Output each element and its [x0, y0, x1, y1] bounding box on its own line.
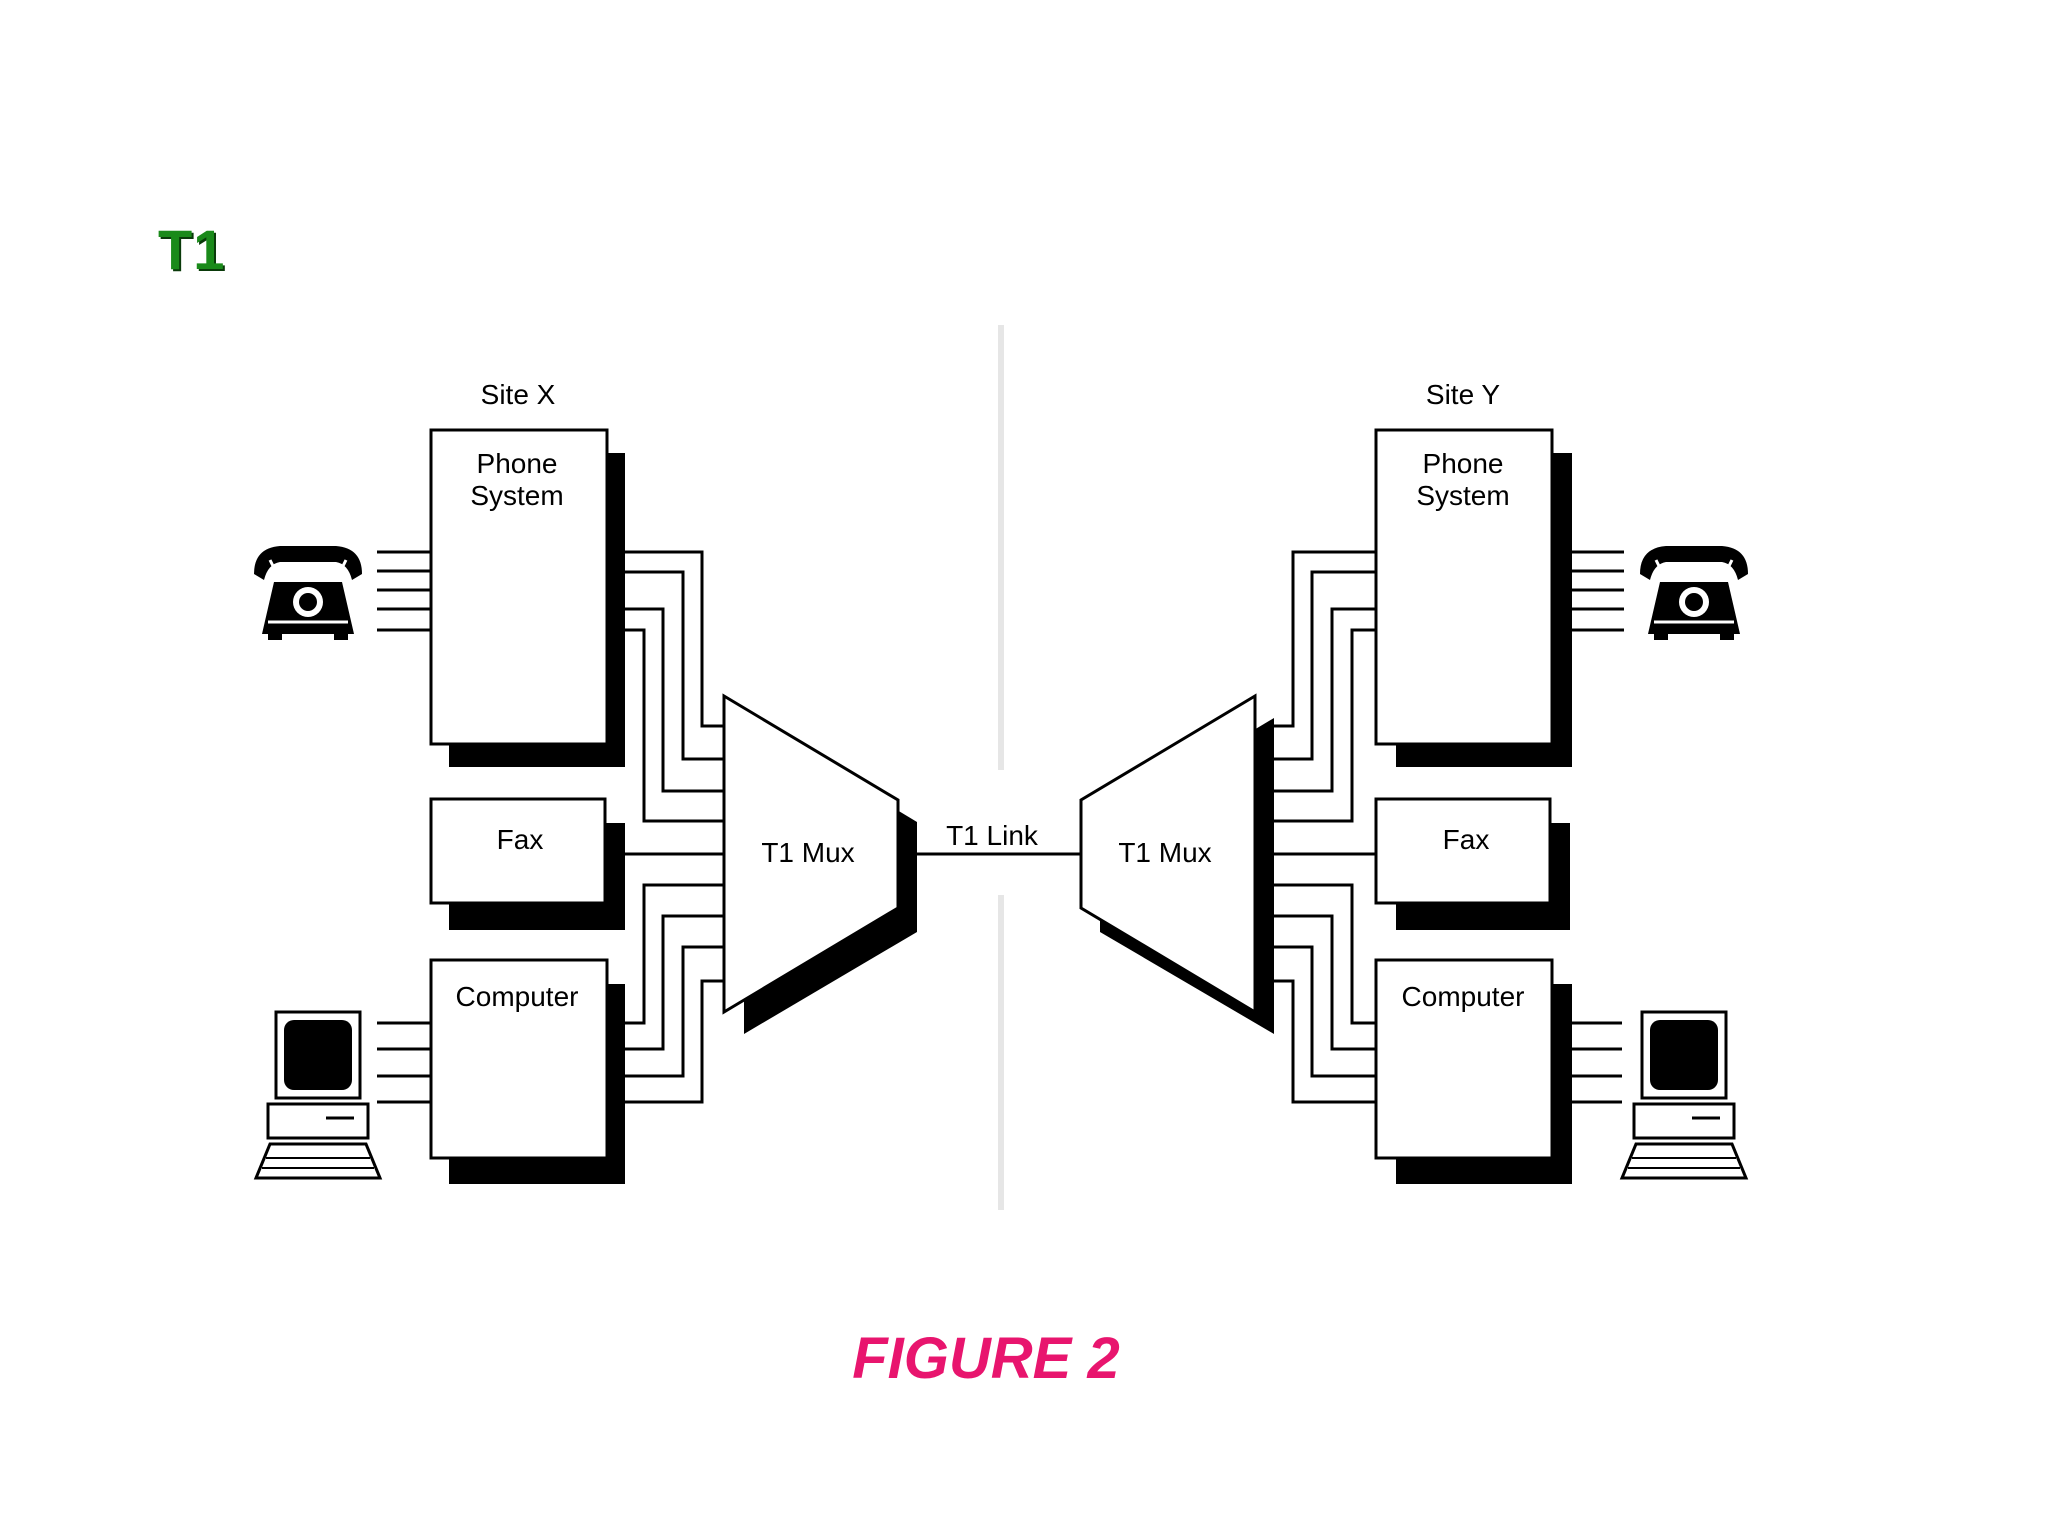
- site-y-fax-label: Fax: [1443, 824, 1490, 855]
- site-y-label: Site Y: [1426, 379, 1501, 410]
- site-y-phone-system: Phone System: [1374, 428, 1572, 767]
- site-x-computer-lines: [377, 1021, 431, 1104]
- site-x-mux-wiring: [605, 550, 724, 1104]
- site-x-fax-label: Fax: [497, 824, 544, 855]
- site-x-phone-system: Phone System: [429, 428, 625, 767]
- site-x-phone-system-label-line1: Phone: [477, 448, 558, 479]
- telephone-icon: [252, 544, 364, 642]
- computer-terminal-icon: [1620, 1010, 1748, 1180]
- site-x-computer-label: Computer: [456, 981, 579, 1012]
- computer-terminal-icon: [254, 1010, 382, 1180]
- site-y-computer-lines: [1572, 1021, 1622, 1104]
- site-y-fax: Fax: [1374, 797, 1570, 930]
- site-x-phone-lines: [377, 550, 431, 632]
- site-x-label: Site X: [481, 379, 556, 410]
- site-y: Site Y Phone System Fax Computer: [1079, 379, 1750, 1184]
- figure-caption: FIGURE 2: [852, 1326, 1120, 1391]
- site-x-t1-mux: T1 Mux: [722, 693, 917, 1034]
- site-x-computer: Computer: [429, 958, 625, 1184]
- site-x: Site X Phone System Fax Computer: [252, 379, 917, 1184]
- slide-title: T1: [158, 218, 226, 281]
- site-y-phone-system-label-line1: Phone: [1423, 448, 1504, 479]
- telephone-icon: [1638, 544, 1750, 642]
- site-x-mux-label: T1 Mux: [761, 837, 854, 868]
- site-y-computer: Computer: [1374, 958, 1572, 1184]
- t1-link-label: T1 Link: [946, 820, 1039, 851]
- site-y-t1-mux: T1 Mux: [1079, 693, 1274, 1034]
- site-y-mux-label: T1 Mux: [1118, 837, 1211, 868]
- t1-link: T1 Link: [917, 820, 1081, 856]
- site-y-phone-system-label-line2: System: [1416, 480, 1509, 511]
- site-x-fax: Fax: [429, 797, 625, 930]
- site-x-phone-system-label-line2: System: [470, 480, 563, 511]
- site-y-phone-lines: [1572, 550, 1624, 632]
- site-y-mux-wiring: [1274, 550, 1376, 1104]
- site-y-computer-label: Computer: [1402, 981, 1525, 1012]
